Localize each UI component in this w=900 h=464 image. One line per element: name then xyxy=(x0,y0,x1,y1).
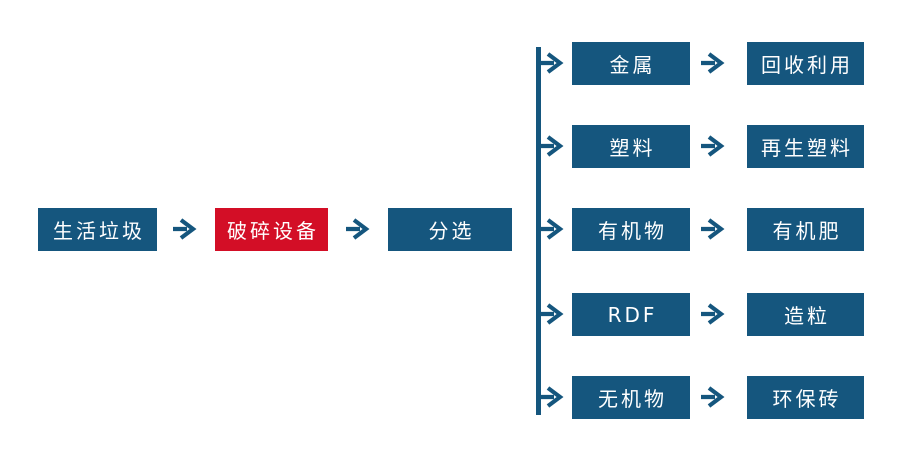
node-crushing-equipment-label: 破碎设备 xyxy=(227,219,319,243)
arrow-right-icon xyxy=(701,135,725,157)
arrow-right-icon xyxy=(540,218,564,240)
branch-source-rdf: RDF xyxy=(572,293,690,336)
branch-target-recycled-plastic-label: 再生塑料 xyxy=(761,136,853,160)
branch-source-inorganic: 无机物 xyxy=(572,376,690,419)
branch-row-inorganic: 无机物 环保砖 xyxy=(0,376,900,419)
branch-source-metal-label: 金属 xyxy=(609,53,656,77)
node-sorting: 分选 xyxy=(388,208,512,251)
arrow-right-icon xyxy=(540,303,564,325)
arrow-right-icon xyxy=(701,218,725,240)
arrow-right-icon xyxy=(173,218,197,240)
branch-target-organic-fertilizer-label: 有机肥 xyxy=(772,219,842,243)
branch-target-recycling-label: 回收利用 xyxy=(761,53,853,77)
node-crushing-equipment: 破碎设备 xyxy=(215,208,328,251)
branch-target-eco-brick: 环保砖 xyxy=(747,376,864,419)
branch-target-eco-brick-label: 环保砖 xyxy=(772,387,842,411)
branch-source-organic-label: 有机物 xyxy=(598,219,667,243)
branch-target-recycling: 回收利用 xyxy=(747,42,864,85)
branch-target-granulation: 造粒 xyxy=(747,293,864,336)
branch-target-organic-fertilizer: 有机肥 xyxy=(747,208,864,251)
branch-source-metal: 金属 xyxy=(572,42,690,85)
branch-row-plastic: 塑料 再生塑料 xyxy=(0,125,900,168)
branch-target-granulation-label: 造粒 xyxy=(784,304,830,328)
arrow-right-icon xyxy=(540,52,564,74)
branch-target-recycled-plastic: 再生塑料 xyxy=(747,125,864,168)
branch-source-organic: 有机物 xyxy=(572,208,690,251)
arrow-right-icon xyxy=(540,135,564,157)
branch-source-plastic-label: 塑料 xyxy=(609,136,656,160)
branch-row-metal: 金属 回收利用 xyxy=(0,42,900,85)
branch-source-plastic: 塑料 xyxy=(572,125,690,168)
node-sorting-label: 分选 xyxy=(428,219,475,243)
arrow-right-icon xyxy=(540,386,564,408)
arrow-right-icon xyxy=(701,52,725,74)
branch-source-rdf-label: RDF xyxy=(607,302,658,327)
branch-source-inorganic-label: 无机物 xyxy=(598,387,667,411)
main-flow-row: 生活垃圾 破碎设备 分选 xyxy=(0,208,900,251)
branch-row-rdf: RDF 造粒 xyxy=(0,293,900,336)
arrow-right-icon xyxy=(701,303,725,325)
arrow-right-icon xyxy=(346,218,370,240)
branch-row-organic: 有机物 有机肥 xyxy=(0,208,900,251)
trunk-line xyxy=(536,47,541,415)
arrow-right-icon xyxy=(701,386,725,408)
node-household-waste: 生活垃圾 xyxy=(38,208,157,251)
node-household-waste-label: 生活垃圾 xyxy=(53,219,145,243)
